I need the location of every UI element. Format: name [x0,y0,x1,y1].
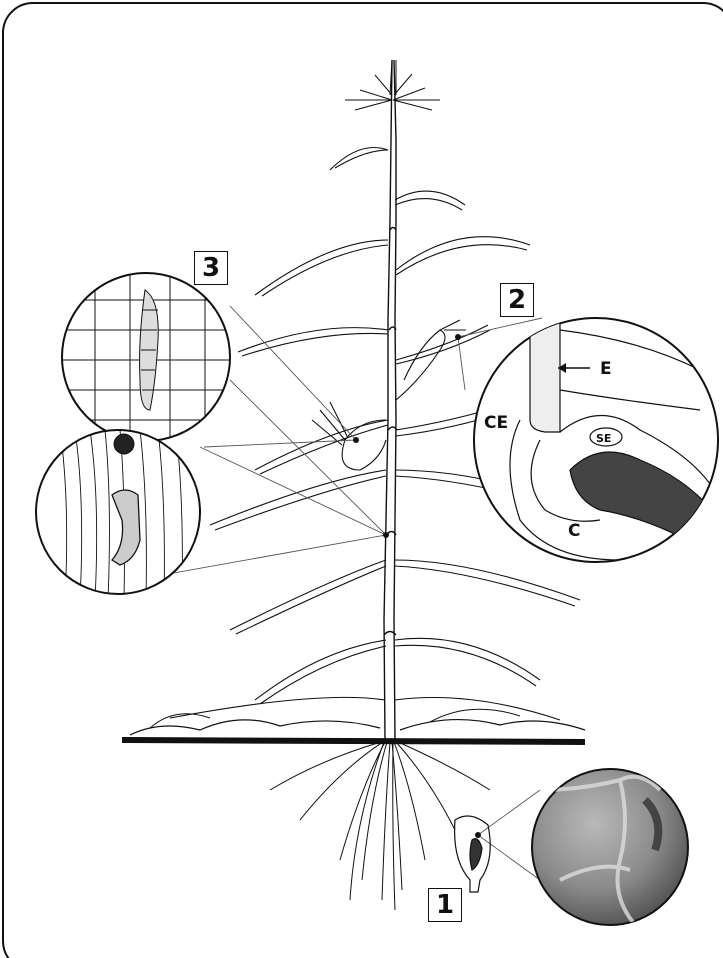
label-c: C [568,521,580,541]
label-e: E [600,359,612,379]
label-se: SE [596,432,611,445]
panel-number-3: 3 [194,251,228,285]
ear-section-inset: E CE SE C [474,318,720,562]
seedling-photo-inset [532,769,688,930]
ears-on-stalk [312,320,466,470]
root-system [270,742,490,910]
stem-borer-inset [36,430,200,600]
cob-borer-inset [60,270,232,441]
panel-number-1: 1 [428,888,462,922]
callout-dots [353,334,481,838]
seed-drawing [455,816,491,892]
stalk [384,60,397,740]
label-ce: CE [484,413,508,433]
panel-number-2: 2 [500,283,534,317]
